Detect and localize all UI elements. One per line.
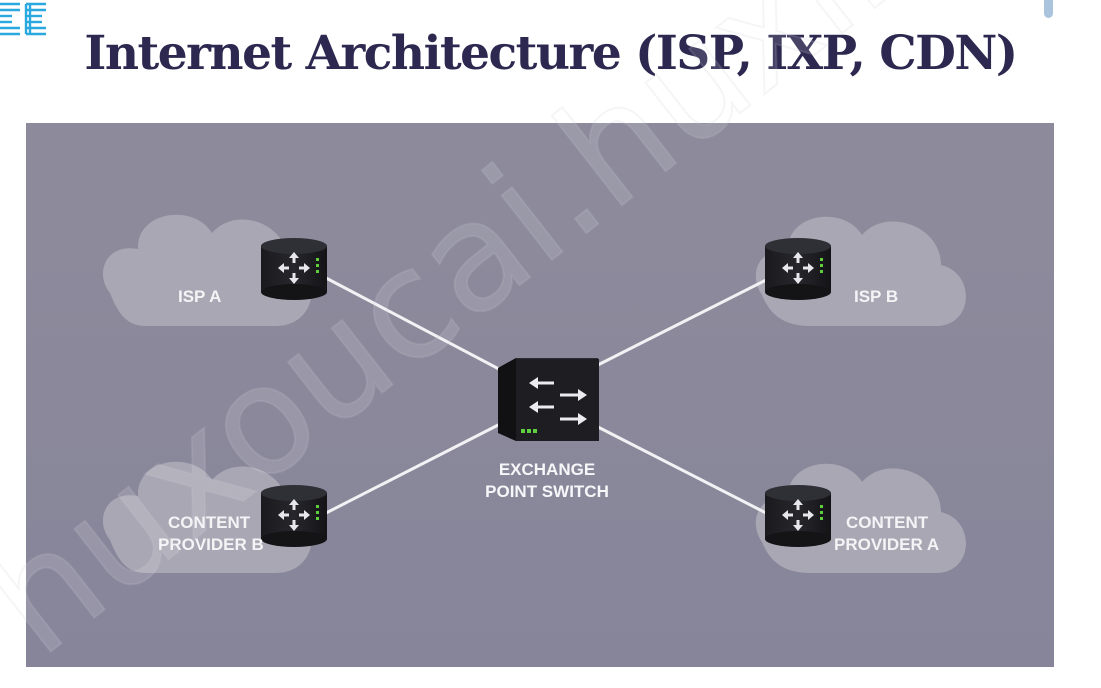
slide-title: Internet Architecture (ISP, IXP, CDN) — [84, 26, 1018, 81]
label-content-provider-a-line2: PROVIDER A — [834, 535, 939, 554]
router-isp-a-icon — [261, 238, 327, 300]
cloud-isp-a — [102, 214, 312, 326]
link-content-provider-b — [325, 419, 507, 515]
label-isp-a: ISP A — [178, 287, 221, 306]
label-exchange-switch-line1: EXCHANGE — [499, 460, 595, 479]
diagram-canvas: ISP A ISP B CONTENT PROVIDER B CONTENT P… — [26, 123, 1054, 667]
scroll-indicator — [1044, 0, 1053, 18]
link-content-provider-a — [595, 424, 771, 517]
router-content-provider-b-icon — [261, 485, 327, 547]
exchange-switch-icon — [498, 358, 599, 441]
label-exchange-switch-line2: POINT SWITCH — [485, 482, 609, 501]
router-content-provider-a-icon — [765, 485, 831, 547]
label-content-provider-b-line1: CONTENT — [168, 513, 251, 532]
router-isp-b-icon — [765, 238, 831, 300]
cloud-content-provider-b — [102, 461, 312, 573]
network-diagram: ISP A ISP B CONTENT PROVIDER B CONTENT P… — [26, 123, 1054, 667]
label-isp-b: ISP B — [854, 287, 898, 306]
link-isp-a — [325, 276, 517, 380]
label-content-provider-b-line2: PROVIDER B — [158, 535, 264, 554]
network-links — [325, 276, 771, 517]
brand-logo-icon — [0, 2, 46, 36]
label-content-provider-a-line1: CONTENT — [846, 513, 929, 532]
link-isp-b — [585, 276, 771, 373]
